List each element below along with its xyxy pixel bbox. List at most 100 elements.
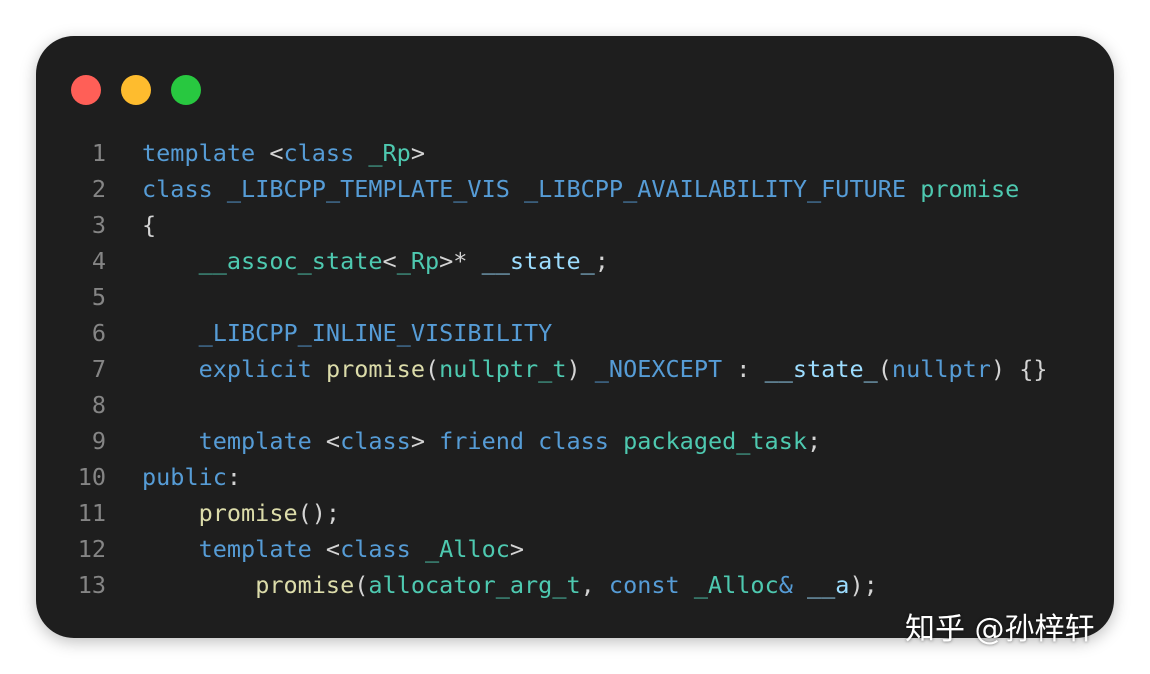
code-token: nullptr — [891, 355, 991, 383]
code-line: 4 __assoc_state<_Rp>* __state_; — [36, 243, 1114, 279]
close-button[interactable] — [71, 75, 101, 105]
code-token: class — [283, 139, 355, 167]
line-code: template <class> friend class packaged_t… — [142, 423, 822, 459]
code-token: _LIBCPP_AVAILABILITY_FUTURE — [524, 175, 907, 203]
code-token — [411, 535, 425, 563]
code-token: _Rp — [368, 139, 411, 167]
code-token: : — [226, 463, 242, 491]
minimize-button[interactable] — [121, 75, 151, 105]
code-token: ( — [877, 355, 892, 383]
code-line: 8 — [36, 387, 1114, 423]
code-token: ) — [566, 355, 595, 383]
code-token — [142, 535, 199, 563]
code-token — [142, 571, 255, 599]
code-line: 5 — [36, 279, 1114, 315]
code-token: ( — [354, 571, 369, 599]
code-line: 3{ — [36, 207, 1114, 243]
code-token: promise — [255, 571, 355, 599]
code-token: < — [311, 427, 341, 455]
line-code: template <class _Alloc> — [142, 531, 524, 567]
line-number: 8 — [91, 391, 106, 419]
code-token: template — [198, 535, 312, 563]
code-token: ); — [849, 571, 878, 599]
code-token: promise — [198, 499, 298, 527]
code-token — [312, 355, 326, 383]
code-token: class — [538, 427, 609, 455]
code-line: 12 template <class _Alloc> — [36, 531, 1114, 567]
code-token: _Alloc — [693, 571, 779, 599]
code-token: _NOEXCEPT — [594, 355, 723, 383]
code-token: __state_ — [764, 355, 878, 383]
code-token: template — [142, 139, 256, 167]
code-token — [510, 175, 524, 203]
line-number: 10 — [77, 463, 106, 491]
line-code: { — [142, 207, 156, 243]
code-token — [142, 319, 199, 347]
code-token: __a — [807, 571, 850, 599]
line-code: _LIBCPP_INLINE_VISIBILITY — [142, 315, 553, 351]
code-token: < — [311, 535, 341, 563]
line-code: public: — [142, 459, 241, 495]
code-token: __assoc_state — [198, 247, 383, 275]
line-number: 7 — [91, 355, 106, 383]
code-token: class — [142, 175, 213, 203]
code-token: template — [198, 427, 312, 455]
line-number: 1 — [91, 139, 106, 167]
line-code: promise(allocator_arg_t, const _Alloc& _… — [142, 567, 878, 603]
line-code: __assoc_state<_Rp>* __state_; — [142, 243, 609, 279]
code-token — [142, 355, 199, 383]
code-token: promise — [325, 355, 425, 383]
code-token: ; — [594, 247, 609, 275]
line-code: class _LIBCPP_TEMPLATE_VIS _LIBCPP_AVAIL… — [142, 171, 1019, 207]
watermark: 知乎 @孙梓轩 — [905, 612, 1095, 647]
code-token — [524, 427, 538, 455]
code-line: 7 explicit promise(nullptr_t) _NOEXCEPT … — [36, 351, 1114, 387]
line-number: 3 — [91, 211, 106, 239]
maximize-button[interactable] — [171, 75, 201, 105]
code-token: class — [340, 535, 411, 563]
code-token — [354, 139, 368, 167]
code-token: < — [382, 247, 397, 275]
code-token: < — [255, 139, 284, 167]
line-number: 6 — [91, 319, 106, 347]
line-number: 11 — [77, 499, 106, 527]
code-token: packaged_task — [623, 427, 808, 455]
line-number: 4 — [91, 247, 106, 275]
code-token: ; — [807, 427, 822, 455]
code-token: _Alloc — [424, 535, 510, 563]
code-token: explicit — [198, 355, 312, 383]
code-line: 1 template <class _Rp> — [36, 135, 1114, 171]
line-number: 13 — [77, 571, 106, 599]
line-code: template <class _Rp> — [142, 135, 425, 171]
code-token: { — [142, 211, 157, 239]
code-token: class — [340, 427, 411, 455]
code-token: promise — [920, 175, 1020, 203]
code-token — [609, 427, 623, 455]
line-code: promise(); — [142, 495, 341, 531]
code-token: , — [580, 571, 609, 599]
code-token — [142, 247, 199, 275]
code-token: _LIBCPP_INLINE_VISIBILITY — [198, 319, 553, 347]
code-token: & — [778, 571, 808, 599]
code-token: friend — [439, 427, 525, 455]
code-token: (); — [297, 499, 341, 527]
code-line: 6 _LIBCPP_INLINE_VISIBILITY — [36, 315, 1114, 351]
code-token: const — [608, 571, 680, 599]
line-number: 9 — [91, 427, 106, 455]
code-line: 11 promise(); — [36, 495, 1114, 531]
code-token: > — [410, 139, 425, 167]
code-token: > — [509, 535, 525, 563]
code-token — [142, 499, 199, 527]
code-token: ( — [424, 355, 440, 383]
line-number: 12 — [77, 535, 106, 563]
code-token — [906, 175, 920, 203]
code-token: >* — [439, 247, 482, 275]
code-line: 10 public: — [36, 459, 1114, 495]
line-number: 5 — [91, 283, 106, 311]
code-token: public — [142, 463, 227, 491]
code-line: 13 promise(allocator_arg_t, const _Alloc… — [36, 567, 1114, 603]
code-token — [680, 571, 694, 599]
